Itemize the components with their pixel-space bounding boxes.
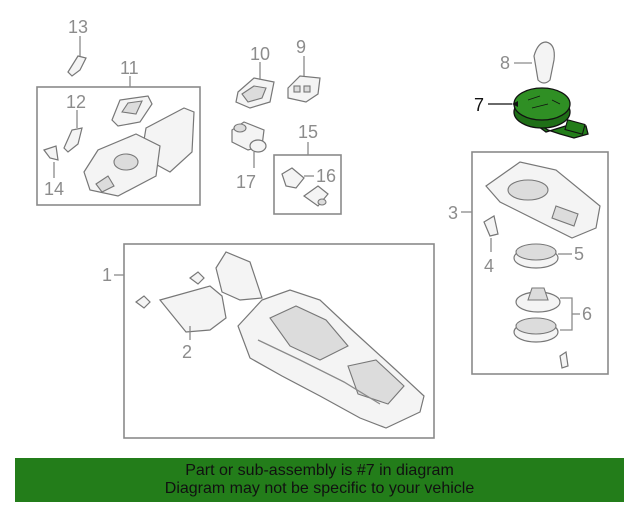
part-12-clip bbox=[63, 127, 83, 153]
group-1-frame bbox=[123, 243, 435, 439]
banner-line-2: Diagram may not be specific to your vehi… bbox=[164, 480, 475, 497]
callout-9: 9 bbox=[296, 37, 306, 57]
part-1-clip-b bbox=[135, 295, 151, 309]
notice-banner: Part or sub-assembly is #7 in diagram Di… bbox=[15, 458, 624, 502]
callout-14: 14 bbox=[44, 179, 64, 199]
part-9-switch: 9 bbox=[287, 37, 321, 103]
group-11-box: 11 12 14 bbox=[36, 58, 201, 206]
part-13-trim-clip: 13 bbox=[67, 17, 88, 77]
callout-17: 17 bbox=[236, 172, 256, 192]
callout-3: 3 bbox=[448, 203, 458, 223]
banner-line-1: Part or sub-assembly is #7 in diagram bbox=[185, 462, 454, 479]
part-16-socket-housing bbox=[281, 167, 305, 189]
callout-8: 8 bbox=[500, 53, 510, 73]
callout-10: 10 bbox=[250, 44, 270, 64]
part-14-bracket bbox=[43, 145, 59, 161]
callout-15: 15 bbox=[298, 122, 318, 142]
part-17-power-socket: 17 bbox=[231, 121, 267, 192]
part-3-console-top bbox=[485, 161, 601, 239]
part-3-screw bbox=[559, 350, 569, 369]
part-4-clip bbox=[483, 215, 499, 237]
part-2-trim bbox=[158, 285, 227, 333]
part-1-console-base bbox=[237, 289, 425, 429]
callout-6: 6 bbox=[582, 304, 592, 324]
group-3-frame bbox=[471, 151, 609, 375]
group-1-box: 1 2 bbox=[102, 243, 435, 439]
callout-16: 16 bbox=[316, 166, 336, 186]
part-1-clip-a bbox=[189, 271, 205, 285]
part-10-window-switch: 10 bbox=[235, 44, 275, 109]
part-7-shift-indicator[interactable]: 7 bbox=[474, 87, 589, 139]
group-3-box: 3 4 5 6 bbox=[448, 151, 609, 375]
callout-11: 11 bbox=[120, 58, 139, 78]
group-15-box: 15 16 bbox=[273, 122, 342, 215]
callout-13: 13 bbox=[68, 17, 88, 37]
callout-5: 5 bbox=[574, 244, 584, 264]
callout-12: 12 bbox=[66, 92, 86, 112]
callout-7: 7 bbox=[474, 95, 484, 115]
part-8-shift-knob: 8 bbox=[500, 41, 555, 84]
part-1-side-panel bbox=[215, 251, 263, 301]
group-11-frame bbox=[36, 86, 201, 206]
callout-1: 1 bbox=[102, 265, 112, 285]
callout-2: 2 bbox=[182, 342, 192, 362]
callout-4: 4 bbox=[484, 256, 494, 276]
